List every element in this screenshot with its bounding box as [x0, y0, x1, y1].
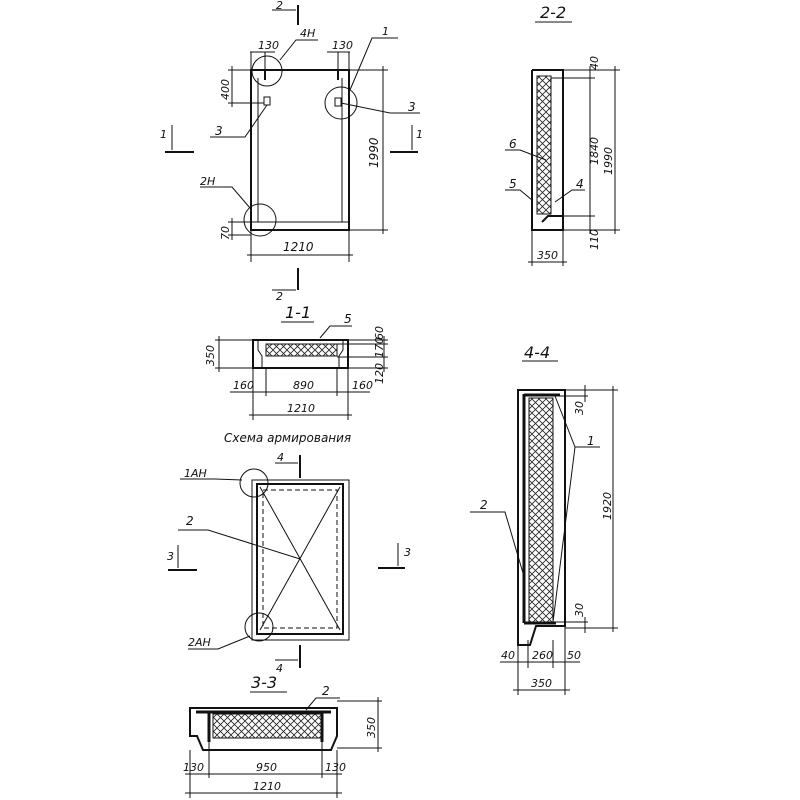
dim-400: 400: [219, 79, 232, 100]
section-mark-3-right: 3: [404, 546, 411, 559]
section-mark-2-bottom: 2: [276, 290, 283, 303]
dim-50: 50: [567, 649, 581, 662]
section-mark-4-top: 4: [277, 451, 284, 464]
dim-1840: 1840: [588, 137, 601, 165]
section-1-1-title: 1-1: [285, 303, 311, 322]
section-mark-3-left: 3: [167, 550, 174, 563]
section-mark-1-right: 1: [416, 128, 423, 141]
label-2ah: 2АН: [188, 636, 211, 649]
dim-350: 350: [204, 345, 217, 366]
label-2h: 2Н: [200, 175, 215, 188]
insulation-hatch: [265, 343, 338, 357]
node-circle-1ah: [239, 468, 269, 498]
label-2: 2: [480, 498, 488, 512]
label-5: 5: [509, 177, 517, 191]
node-circle-4h: [251, 55, 283, 87]
label-2: 2: [322, 684, 330, 698]
dim-30-bottom: 30: [573, 603, 586, 617]
dim-890: 890: [293, 379, 314, 392]
dim-350: 350: [537, 249, 558, 262]
section-1-1: 1-1 350 160 890 160 1210 60 170 120 5 Сх…: [204, 303, 388, 445]
insulation-hatch: [528, 397, 554, 623]
label-3-right: 3: [408, 100, 416, 114]
panel-outline: [250, 69, 350, 231]
panel-rib: [257, 78, 343, 223]
label-1: 1: [587, 434, 595, 448]
section-2-2-title: 2-2: [540, 3, 566, 22]
dim-1990: 1990: [602, 147, 615, 175]
reinforcement-scheme: 1АН 2 2АН 4 4 3 3: [167, 451, 411, 675]
dim-130-right: 130: [325, 761, 346, 774]
label-4: 4: [576, 177, 584, 191]
insulation-hatch: [536, 75, 552, 215]
label-5: 5: [344, 312, 352, 326]
label-3-left: 3: [215, 124, 223, 138]
dim-950: 950: [256, 761, 277, 774]
node-circle-2h: [243, 203, 277, 237]
section-2-2: 2-2 40 1840 1990 110 350 6 5 4: [505, 3, 620, 266]
dim-130-left: 130: [183, 761, 204, 774]
section-4-4-title: 4-4: [524, 343, 550, 362]
dim-1990: 1990: [367, 137, 381, 168]
label-1: 1: [382, 25, 389, 38]
label-4h: 4Н: [300, 27, 315, 40]
section-mark-4-bottom: 4: [276, 662, 283, 675]
dim-160-right: 160: [352, 379, 373, 392]
dim-130-right: 130: [332, 39, 353, 52]
dim-60: 60: [373, 326, 386, 340]
dim-170: 170: [373, 337, 386, 358]
section-mark-2-top: 2: [276, 0, 283, 12]
plan-view: 130 130 1210 1990 400 70 4Н 1 3 3 2Н 2 2…: [160, 0, 423, 303]
dim-110: 110: [588, 229, 601, 250]
dim-120: 120: [373, 363, 386, 384]
embedded-part: [334, 97, 342, 107]
panel-outline: [251, 479, 350, 641]
dim-70: 70: [219, 226, 232, 240]
label-1ah: 1АН: [184, 467, 207, 480]
section-mark-1-left: 1: [160, 128, 167, 141]
label-6: 6: [509, 137, 517, 151]
dim-1210: 1210: [287, 402, 315, 415]
node-circle-1: [324, 86, 358, 120]
insulation-hatch: [212, 713, 322, 739]
section-3-3-title: 3-3: [251, 673, 277, 692]
dim-40: 40: [501, 649, 515, 662]
label-2: 2: [186, 514, 194, 528]
reinforcement-scheme-title: Схема армирования: [224, 431, 351, 445]
dim-130-left: 130: [258, 39, 279, 52]
dim-350: 350: [531, 677, 552, 690]
section-3-3: 3-3 130 950 130 1210 350 2: [183, 673, 382, 798]
dim-1920: 1920: [601, 492, 614, 520]
node-circle-2ah: [244, 612, 274, 642]
reinforcement-frame: [256, 483, 344, 635]
section-4-4: 4-4 30 30 1920 40 260 50 350 2 1: [470, 343, 618, 695]
dim-1210: 1210: [283, 240, 314, 254]
embedded-part: [263, 96, 271, 106]
dim-30-top: 30: [573, 401, 586, 415]
dim-260: 260: [532, 649, 553, 662]
dim-350: 350: [365, 717, 378, 738]
dim-40: 40: [588, 56, 601, 70]
dim-1210: 1210: [253, 780, 281, 793]
mesh-outline: [262, 489, 338, 629]
dim-160-left: 160: [233, 379, 254, 392]
